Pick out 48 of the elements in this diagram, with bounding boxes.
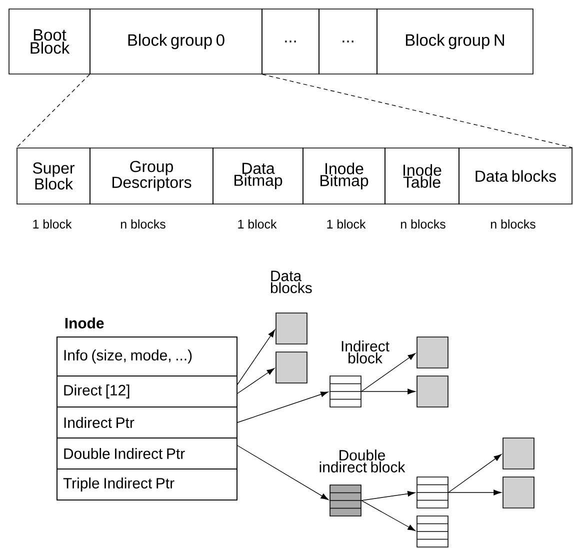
arrow: [361, 388, 416, 394]
inode-table-cell: Inode Table: [384, 148, 460, 204]
arrow: [237, 445, 329, 500]
super-block-cell: Super Block: [16, 148, 90, 204]
size-label: n blocks: [121, 219, 166, 229]
node-label: Inode: [65, 318, 104, 328]
inode-field-row: Direct [12]: [56, 376, 238, 408]
inode-field-row: Double Indirect Ptr: [56, 438, 238, 470]
arrow: [448, 454, 502, 493]
inode-field-row: Indirect Ptr: [56, 406, 238, 438]
zoom-guide-line: [262, 74, 573, 148]
data-block-square: [416, 336, 448, 368]
arrow: [361, 490, 416, 501]
size-label: n blocks: [491, 219, 536, 229]
block-caption: Data blocks: [270, 270, 312, 294]
arrow: [361, 500, 416, 532]
data-bitmap-cell: Data Bitmap: [212, 148, 304, 204]
size-label: 1 block: [327, 219, 366, 229]
inode-bitmap-cell: Inode Bitmap: [302, 148, 386, 204]
data-block-square: [276, 312, 308, 344]
size-label: 1 block: [238, 219, 277, 229]
size-label: 1 block: [33, 219, 72, 229]
indirect-block: [416, 516, 448, 548]
block-caption: Double indirect block: [320, 450, 406, 472]
double-indirect-block: [330, 484, 362, 516]
group-descriptors-cell: Group Descriptors: [90, 148, 214, 204]
zoom-guide-line: [16, 74, 90, 148]
data-block-square: [502, 476, 534, 508]
block-group-cell: Block group 0: [90, 8, 262, 74]
size-label: n blocks: [401, 219, 446, 229]
indirect-block: [330, 376, 362, 408]
indirect-block: [416, 476, 448, 508]
inode-field-row: Triple Indirect Ptr: [56, 468, 238, 500]
ellipsis-cell: ...: [318, 8, 378, 74]
data-block-square: [276, 352, 308, 384]
arrow: [237, 329, 276, 385]
boot-block-cell: Boot Block: [8, 8, 90, 74]
arrow: [237, 392, 328, 423]
data-block-square: [502, 438, 534, 470]
block-group-cell: Block group N: [376, 8, 534, 74]
inode-field-row: Info (size, mode, ...): [56, 336, 238, 376]
arrow: [448, 490, 502, 496]
arrow: [361, 353, 416, 392]
arrow: [237, 368, 275, 394]
ellipsis-cell: ...: [262, 8, 320, 74]
data-blocks-cell: Data blocks: [458, 148, 572, 204]
data-block-square: [416, 376, 448, 408]
block-caption: Indirect block: [342, 340, 390, 364]
